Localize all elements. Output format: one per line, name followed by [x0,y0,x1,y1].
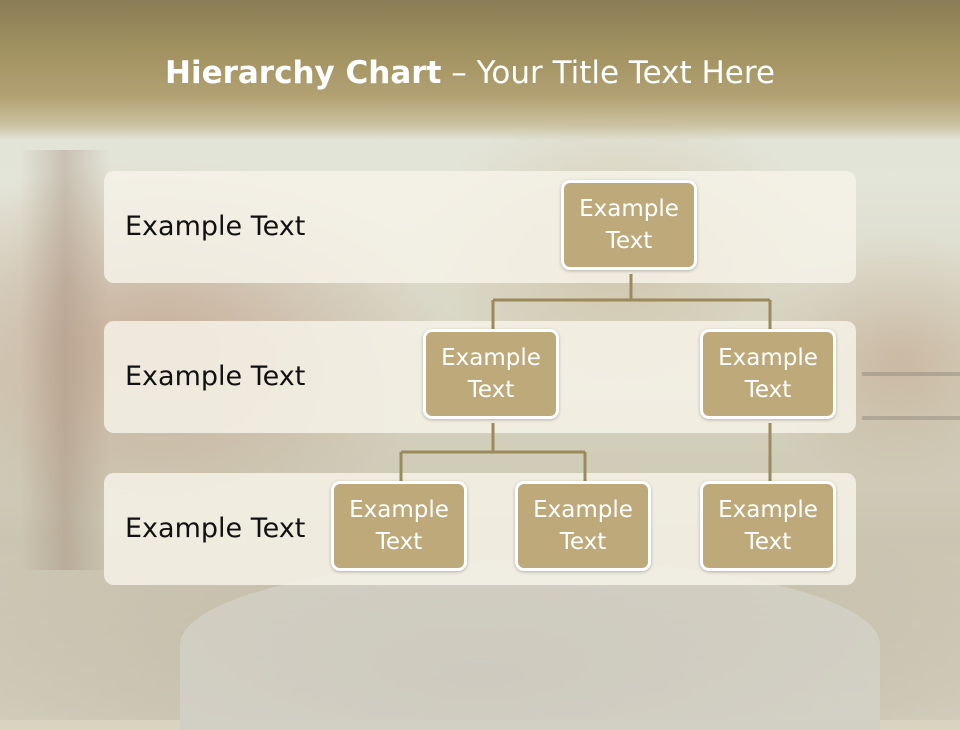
node-level2-right[interactable]: Example Text [700,329,836,419]
level-band-1 [104,171,856,283]
fence-silhouette [862,372,960,420]
node-level2-left-text: Example Text [441,345,541,403]
header-bar [0,0,960,140]
node-root[interactable]: Example Text [561,180,697,270]
tree-silhouette [20,150,110,570]
title-bold: Hierarchy Chart [165,55,442,91]
node-level3-2[interactable]: Example Text [515,481,651,571]
slide-title[interactable]: Hierarchy Chart – Your Title Text Here [0,55,940,91]
connector-left [399,423,587,481]
node-level3-2-text: Example Text [533,497,633,555]
node-level3-1[interactable]: Example Text [331,481,467,571]
node-level2-right-text: Example Text [718,345,818,403]
level-label-1[interactable]: Example Text [125,211,306,242]
connector-root [491,274,772,329]
level-label-3[interactable]: Example Text [125,513,306,544]
node-level3-3-text: Example Text [718,497,818,555]
road-silhouette [180,560,880,730]
node-level3-1-text: Example Text [349,497,449,555]
node-root-text: Example Text [579,196,679,254]
node-level3-3[interactable]: Example Text [700,481,836,571]
level-label-2[interactable]: Example Text [125,361,306,392]
node-level2-left[interactable]: Example Text [423,329,559,419]
title-rest: – Your Title Text Here [441,55,775,91]
